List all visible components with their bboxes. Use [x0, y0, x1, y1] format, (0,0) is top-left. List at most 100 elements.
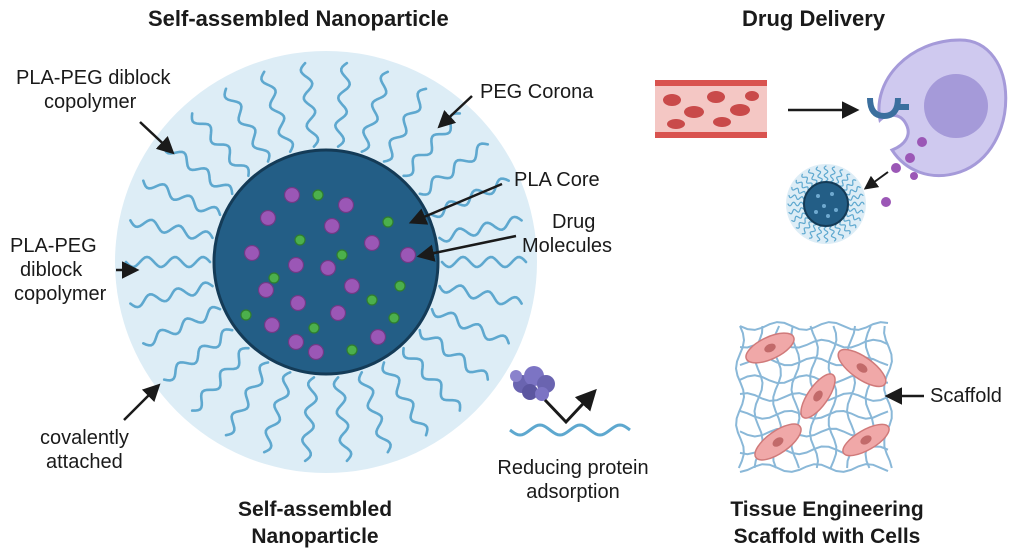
- covalent-label: covalently attached: [40, 426, 129, 474]
- covalent-arrow: [123, 383, 161, 421]
- peg-chain: [430, 307, 510, 345]
- pla-core-arrow: [408, 182, 503, 225]
- copolymer-top-label: PLA-PEG diblock copolymer: [16, 66, 171, 114]
- drug-molecule-purple: [283, 186, 301, 204]
- peg-chain: [829, 225, 837, 242]
- peg-chain: [823, 165, 829, 182]
- small-core-dot: [816, 194, 820, 198]
- peg-chain: [129, 281, 214, 309]
- pla-core-label: PLA Core: [514, 169, 600, 191]
- drug-molecule-purple: [307, 343, 325, 361]
- drug-molecule-purple: [323, 217, 341, 235]
- peg-corona-arrow: [437, 95, 473, 129]
- copolymer-mid-line2: diblock: [20, 259, 83, 281]
- drug-molecule-green: [336, 249, 348, 261]
- drug-molecule-purple: [263, 316, 281, 334]
- scaffold-cells: [745, 332, 890, 461]
- drug-molecules-arrow: [416, 234, 517, 262]
- peg-chain: [360, 70, 390, 153]
- peg-chain: [787, 201, 804, 207]
- drug-molecule-purple: [259, 209, 277, 227]
- scaffold-label: Scaffold: [930, 385, 1002, 407]
- peg-chain: [223, 87, 271, 163]
- small-peg-chains: [787, 165, 865, 243]
- scaffold-fiber: [739, 321, 889, 331]
- nanoparticle-caption-line2: Nanoparticle: [251, 525, 379, 548]
- peg-chain: [839, 173, 851, 187]
- peg-chain: [839, 221, 851, 235]
- drug-molecule-purple: [399, 246, 417, 264]
- small-core-dot: [822, 204, 826, 208]
- blood-vessel: [655, 80, 767, 138]
- drug-molecule-green: [240, 309, 252, 321]
- small-core-dot: [814, 210, 818, 214]
- peg-chain: [124, 255, 212, 269]
- drug-molecule-purple: [337, 196, 355, 214]
- peg-chain: [260, 70, 295, 153]
- peg-chain: [332, 376, 353, 463]
- drug-molecule-purple: [287, 333, 305, 351]
- peg-chain: [333, 61, 352, 148]
- peg-chain: [808, 224, 817, 239]
- copolymer-mid-label: PLA-PEG diblock copolymer: [10, 234, 106, 306]
- drug-molecule-purple: [257, 281, 275, 299]
- nanoparticle-caption: Self-assembled Nanoparticle: [200, 496, 430, 550]
- peg-chain: [418, 142, 490, 196]
- peg-chain: [401, 346, 462, 412]
- peg-chain: [788, 207, 805, 215]
- drug-molecule-green: [346, 344, 358, 356]
- drug-molecule-purple: [319, 259, 337, 277]
- drug-molecules-line1: Drug: [552, 211, 596, 233]
- peg-chain: [129, 218, 214, 240]
- peg-chain: [807, 169, 818, 184]
- scaffold-fiber: [739, 463, 889, 473]
- peg-surface-wave: [509, 423, 631, 437]
- reducing-line1: Reducing protein: [497, 457, 649, 479]
- drug-molecule-purple: [289, 294, 307, 312]
- drug-molecule-green: [388, 312, 400, 324]
- peg-chain: [843, 179, 857, 191]
- copolymer-top-line2: copolymer: [44, 91, 137, 113]
- peg-chain: [815, 166, 823, 183]
- peg-chain: [843, 217, 857, 229]
- peg-chain: [142, 305, 222, 347]
- peg-chain: [438, 215, 523, 243]
- drug-molecule-purple: [343, 277, 361, 295]
- drug-molecules-label: Drug Molecules: [522, 210, 612, 258]
- right-title: Drug Delivery: [742, 6, 886, 31]
- drug-molecule-green: [312, 189, 324, 201]
- peg-chain: [382, 87, 428, 163]
- tissue-caption: Tissue Engineering Scaffold with Cells: [704, 496, 950, 550]
- drug-molecule-green: [308, 322, 320, 334]
- peg-chain: [162, 328, 234, 382]
- peg-chain: [190, 112, 251, 178]
- peg-chain: [847, 193, 864, 201]
- drug-molecule-green: [394, 280, 406, 292]
- peg-chain: [300, 376, 319, 463]
- cell-nucleus: [924, 74, 988, 138]
- peg-chain: [823, 226, 829, 243]
- drug-molecules-group: [240, 186, 417, 361]
- peg-chain: [816, 225, 822, 242]
- drug-molecule-green: [366, 294, 378, 306]
- covalent-line2: attached: [46, 451, 123, 473]
- peg-chain: [162, 143, 234, 196]
- peg-chain: [846, 185, 861, 196]
- peg-chain: [190, 346, 250, 412]
- drug-molecules-line2: Molecules: [522, 235, 613, 257]
- receptor-icon: [867, 97, 909, 120]
- drug-molecule-purple: [363, 234, 381, 252]
- peg-chain: [299, 61, 320, 148]
- copolymer-top-line1: PLA-PEG diblock: [16, 67, 171, 89]
- drug-molecule-purple: [329, 304, 347, 322]
- peg-corona-label: PEG Corona: [480, 81, 594, 103]
- small-core-dot: [830, 192, 834, 196]
- peg-chain: [357, 371, 392, 454]
- covalent-line1: covalently: [40, 427, 129, 449]
- peg-chain: [418, 328, 490, 381]
- drug-molecule-green: [268, 272, 280, 284]
- small-core-dot: [826, 214, 830, 218]
- drug-molecule-purple: [287, 256, 305, 274]
- peg-chain: [834, 224, 845, 239]
- tissue-caption-line2: Scaffold with Cells: [733, 525, 921, 548]
